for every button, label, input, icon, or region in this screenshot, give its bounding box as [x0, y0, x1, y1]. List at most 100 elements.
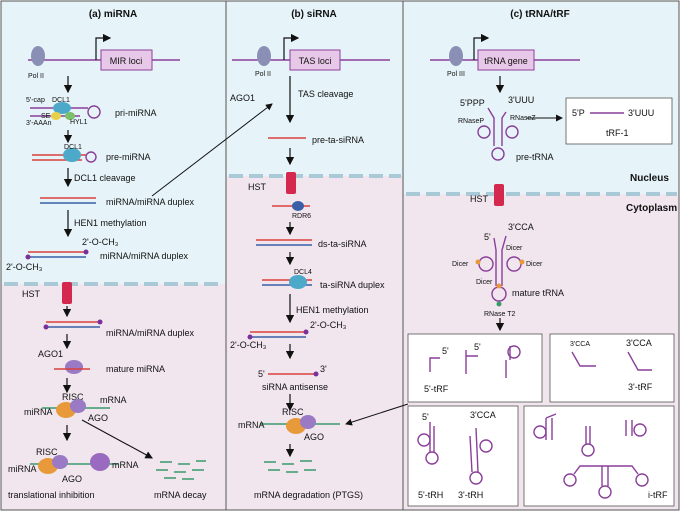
antisense-3p: 3' [320, 364, 327, 374]
cytoplasm-label: Cytoplasm [626, 203, 677, 214]
polya-label: 3'-AAAn [26, 120, 52, 127]
panel-b-nucleus-bg [226, 1, 403, 176]
ago1-b-label: AGO1 [230, 93, 255, 103]
pol-ii-b-icon [257, 46, 271, 66]
hst-b-label: HST [248, 182, 267, 192]
risc-b-label: RISC [282, 407, 304, 417]
arrow-a9 [81, 419, 153, 459]
panel-b-title: (b) siRNA [291, 9, 337, 20]
itrf-fragments [533, 413, 649, 499]
pre-ta-sirna-label: pre-ta-siRNA [312, 135, 364, 145]
trh5-p-label: 5' [422, 412, 429, 422]
hst-c-icon [494, 184, 504, 206]
risc2-shape [52, 455, 68, 469]
pre-mirna-label: pre-miRNA [106, 152, 151, 162]
rdr6-shape [292, 201, 304, 211]
ribosome-shape [90, 453, 110, 471]
methyl-dot-a4 [43, 324, 49, 330]
methyl-dot-b2 [247, 334, 253, 340]
pre-trna-label: pre-tRNA [516, 152, 554, 162]
hst-c-label: HST [470, 194, 489, 204]
ago-label-1: AGO [88, 413, 108, 423]
pre-loop [85, 151, 97, 163]
trf5-fragments [429, 345, 521, 378]
dicer-label-3: Dicer [526, 261, 543, 268]
cap5-label: 5'-cap [26, 97, 45, 104]
mir-loci-box [100, 49, 153, 71]
trf1-5p: 5'P [572, 108, 585, 118]
tss-arrow-c [473, 33, 490, 60]
cca-a-label: 3'CCA [570, 341, 590, 348]
nucleus-label: Nucleus [630, 173, 669, 184]
dicer-site-2 [519, 259, 525, 265]
hen1-methyl-a-label: HEN1 methylation [74, 218, 147, 228]
trna-gene-box [477, 49, 535, 71]
risc-b-shape [300, 415, 316, 429]
och3-top-b-label: 2'-O-CH₃ [310, 320, 347, 330]
rdr6-label: RDR6 [292, 213, 311, 220]
och3-top-a-label: 2'-O-CH₃ [82, 237, 119, 247]
mir-loci-label: MIR loci [110, 56, 143, 66]
se-shape [51, 112, 61, 120]
tas-cleavage-label: TAS cleavage [298, 89, 353, 99]
frag5-b: 5' [474, 342, 481, 352]
pre-trna-shape [477, 107, 519, 161]
risc1-shape [70, 399, 86, 413]
trh-fragments [417, 422, 493, 485]
rnaset2-label: RNase T2 [484, 311, 515, 318]
hst-b-icon [286, 172, 296, 194]
dcl4-label: DCL4 [294, 269, 312, 276]
dicer-label-2: Dicer [452, 261, 469, 268]
dcl4-shape [289, 275, 307, 289]
uuu-label: 3'UUU [508, 95, 534, 105]
dcl1-a-shape [53, 102, 71, 114]
hyl1-label: HYL1 [70, 119, 88, 126]
trf5-label: 5'-tRF [424, 384, 449, 394]
tas-loci-label: TAS loci [299, 56, 332, 66]
cca-label: 3'CCA [508, 222, 534, 232]
mature-mirna-label: mature miRNA [106, 364, 165, 374]
risc2-label: RISC [36, 447, 58, 457]
duplex2-label: miRNA/miRNA duplex [100, 251, 189, 261]
panel-a-title: (a) miRNA [89, 9, 137, 20]
panel-c-title: (c) tRNA/tRF [510, 9, 569, 20]
arrow-trf-to-risc [345, 403, 409, 426]
methyl-dot-a2 [25, 254, 31, 260]
och3-left-a-label: 2'-O-CH₃ [6, 262, 43, 272]
mature-trna-shape [478, 235, 522, 302]
hyl1-shape [65, 112, 75, 120]
dcl1-b-shape [63, 148, 81, 162]
hen1-methyl-b-label: HEN1 methylation [296, 305, 369, 315]
mrna-decay-fragments [156, 460, 206, 480]
trf3-label: 3'-tRF [628, 382, 653, 392]
antisense-label: siRNA antisense [262, 382, 328, 392]
dcl1-a-label: DCL1 [52, 97, 70, 104]
antisense-5p: 5' [258, 369, 265, 379]
trh-cca-label: 3'CCA [470, 410, 496, 420]
panel-c-nucleus-bg [403, 1, 679, 194]
ago-label-2: AGO [62, 474, 82, 484]
ppp-label: 5'PPP [460, 98, 485, 108]
ago1-a-label: AGO1 [38, 349, 63, 359]
pol-c-label: Pol III [447, 71, 465, 78]
tasi-duplex-label: ta-siRNA duplex [320, 280, 385, 290]
trna-gene-label: tRNA gene [484, 56, 528, 66]
rnasez-label: RNaseZ [510, 115, 536, 122]
och3-left-b-label: 2'-O-CH₃ [230, 340, 267, 350]
mature-5p: 5' [484, 232, 491, 242]
mrna-b-label: mRNA [238, 420, 265, 430]
panel-b-cytoplasm-bg [226, 176, 403, 510]
tss-arrow-b [283, 33, 300, 60]
methyl-dot-a3 [97, 319, 103, 325]
se-label: SE [41, 113, 51, 120]
methyl-dot-b3 [313, 371, 319, 377]
trh3-label: 3'-tRH [458, 490, 483, 500]
trh5-label: 5'-tRH [418, 490, 443, 500]
itrf-label: i-tRF [648, 490, 668, 500]
trf3-fragments [571, 351, 652, 371]
trf1-3uuu: 3'UUU [628, 108, 654, 118]
trf3-box [549, 333, 675, 403]
